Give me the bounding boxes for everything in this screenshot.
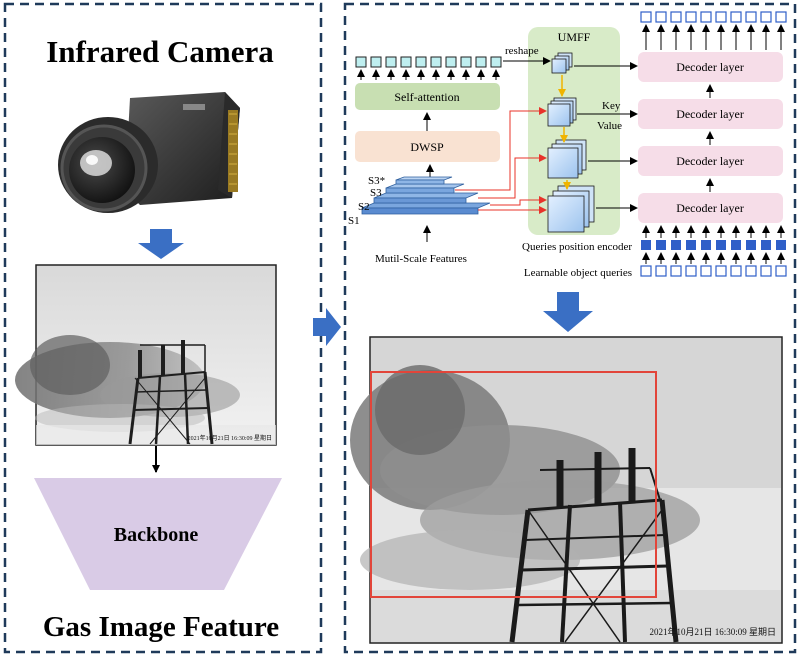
self-attention-label: Self-attention [394,90,459,104]
object-query-arrows [642,252,785,264]
infrared-camera-title: Infrared Camera [46,34,274,69]
panel-connector-arrow [313,308,341,346]
multi-scale-pyramid [361,176,491,215]
scale-s3star-label: S3* [368,175,385,187]
down-arrow-icon [138,229,184,259]
result-image-timestamp: 2021年10月21日 16:30:09 星期日 [649,626,776,637]
scale-s1-label: S1 [348,215,360,227]
token-row [355,56,502,68]
scale-fusion-arrows [455,107,547,214]
object-queries-row [640,265,787,277]
dwsp-label: DWSP [410,140,444,154]
decoder-layer-3 [638,99,783,129]
gas-image-feature-title: Gas Image Feature [43,611,279,643]
decoder-layer-2 [638,146,783,176]
object-queries-label: Learnable object queries [524,267,632,279]
decoder-layer-1-label: Decoder layer [676,201,744,215]
decoder-layer-1 [638,193,783,223]
umff-label: UMFF [558,30,591,44]
umff-flow-arrows [558,75,571,190]
backbone-label: Backbone [114,524,199,546]
output-query-row [640,11,787,23]
detection-bounding-box [370,371,657,598]
feature-map-1 [551,52,573,74]
feature-map-3 [547,139,587,179]
token-arrows [357,69,500,80]
left-image-timestamp: 2021年10月21日 16:30:09 星期日 [188,434,272,442]
value-label: Value [597,120,622,132]
queries-position-label: Queries position encoder [522,241,632,253]
gas-infrared-image: 2021年10月21日 16:30:09 星期日 [15,264,277,446]
infrared-camera-icon [58,92,240,213]
backbone-block [34,478,282,590]
left-panel-border [3,2,323,654]
detection-result-image: 2021年10月21日 16:30:09 星期日 [350,336,783,644]
feature-map-2 [547,97,577,127]
right-panel-border [343,2,797,654]
key-value-arrows [574,62,638,212]
scale-s2-label: S2 [358,201,370,213]
dwsp-block [355,131,500,162]
key-label: Key [602,100,621,112]
multi-scale-label: Mutil-Scale Features [375,253,467,265]
reshape-label: reshape [505,45,539,57]
decoder-layer-4-label: Decoder layer [676,60,744,74]
query-input-arrows [642,225,785,238]
decoder-layer-2-label: Decoder layer [676,154,744,168]
feature-map-4 [547,185,595,233]
scale-s3-label: S3 [370,187,382,199]
output-query-arrows [642,24,785,50]
position-encoder-row [641,240,786,250]
result-down-arrow-icon [543,292,593,332]
decoder-layer-3-label: Decoder layer [676,107,744,121]
umff-block [528,27,620,235]
self-attention-block [355,83,500,110]
decoder-layer-4 [638,52,783,82]
